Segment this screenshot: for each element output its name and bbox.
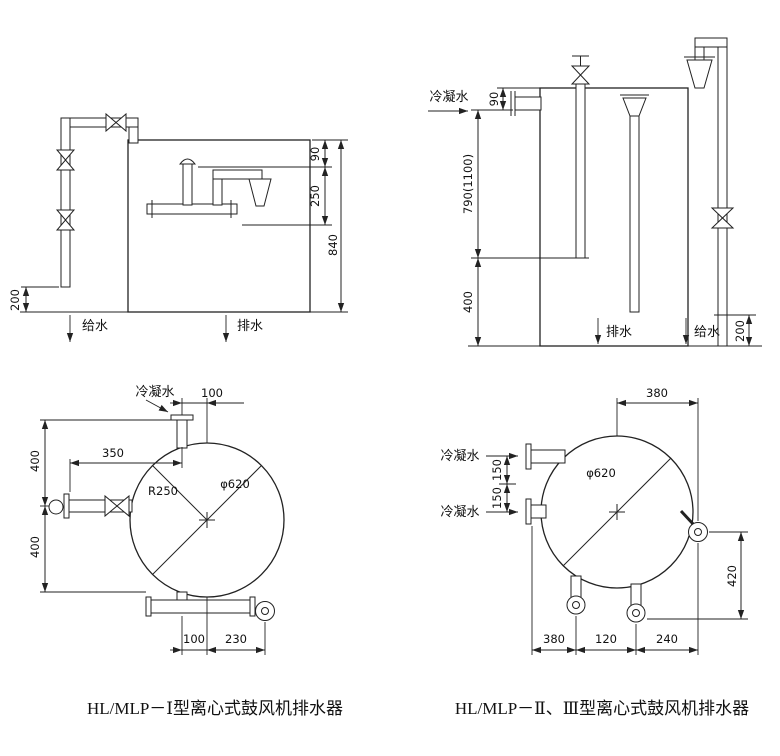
typeII-front-view: 冷凝水 冷凝水 3 <box>440 386 748 655</box>
dim-100-bottom: 100 <box>183 632 205 646</box>
typeI-front-view: 冷凝水 100 350 <box>28 384 285 655</box>
pipe-end <box>48 499 64 515</box>
flange <box>525 443 532 470</box>
valve-icon <box>55 149 76 171</box>
funnel <box>686 59 713 89</box>
label-drain-water: 排水 <box>237 318 263 333</box>
dim-400-lower: 400 <box>28 536 42 558</box>
supply-pipe <box>55 112 139 288</box>
dim-150-lower: 150 <box>490 487 504 509</box>
label-supply-water: 给水 <box>694 324 720 339</box>
drain-funnel <box>248 178 272 207</box>
dim-100-top: 100 <box>201 386 223 400</box>
dim-90: 90 <box>487 92 501 107</box>
internal-drain-pipe <box>620 94 649 313</box>
bottom-piping <box>145 591 275 621</box>
typeI-side-view: 90 250 840 200 给水 排水 <box>8 112 348 342</box>
internal-piping <box>146 158 272 218</box>
caption-typeII-III: HL/MLP－Ⅱ、Ⅲ型离心式鼓风机排水器 <box>455 699 749 718</box>
flange <box>145 596 152 617</box>
dim-840: 840 <box>326 234 340 256</box>
dimension-lines <box>21 139 348 313</box>
caster-bracket <box>679 509 696 527</box>
flange <box>63 493 70 519</box>
condensate-pipe-upper <box>525 443 566 470</box>
flange <box>170 414 194 421</box>
dim-400-upper: 400 <box>28 450 42 472</box>
label-condensate: 冷凝水 <box>135 384 174 399</box>
dimension-lines <box>499 398 748 655</box>
valve-icon <box>55 209 76 231</box>
leg-right <box>626 583 646 623</box>
funnel <box>622 97 647 117</box>
dim-230: 230 <box>225 632 247 646</box>
condensate-inlet-pipe <box>510 91 542 116</box>
valve-icon <box>570 65 591 85</box>
dim-400: 400 <box>461 291 475 313</box>
flow-arrows <box>66 315 230 342</box>
inlet-pipe <box>48 493 133 519</box>
flange <box>525 498 532 525</box>
label-condensate-lower: 冷凝水 <box>440 504 479 519</box>
condensate-pipe-lower <box>525 498 547 525</box>
label-diameter: φ620 <box>220 477 250 491</box>
dim-240: 240 <box>656 632 678 646</box>
label-condensate: 冷凝水 <box>429 89 468 104</box>
valve-icon <box>710 207 735 229</box>
typeII-side-view: 冷凝水 90 790(1100) 400 200 排水 给水 <box>428 37 762 347</box>
tank-body <box>127 139 311 313</box>
dim-200: 200 <box>733 320 747 342</box>
condensate-arrow <box>145 399 169 413</box>
label-drain-water: 排水 <box>606 324 632 339</box>
condensate-pipe <box>170 414 194 449</box>
dim-250: 250 <box>308 185 322 207</box>
flange <box>249 596 256 617</box>
diameter-line <box>562 457 672 567</box>
internal-overflow-pipe <box>570 55 591 259</box>
dim-380-bottom: 380 <box>543 632 565 646</box>
caster <box>679 509 708 542</box>
valve-icon <box>104 494 130 518</box>
dim-790-1100: 790(1100) <box>461 154 475 214</box>
valve-icon <box>105 112 127 133</box>
vent-cap <box>178 158 197 165</box>
external-supply-pipe <box>684 37 735 347</box>
dim-420: 420 <box>725 565 739 587</box>
leg-left <box>566 575 586 615</box>
dim-200: 200 <box>8 289 22 311</box>
dimension-lines <box>40 398 266 655</box>
label-radius: R250 <box>148 484 178 498</box>
radius-line <box>152 465 208 521</box>
label-supply-water: 给水 <box>82 318 108 333</box>
label-diameter: φ620 <box>586 466 616 480</box>
dim-350: 350 <box>102 446 124 460</box>
diameter-line <box>152 465 262 575</box>
dim-380-top: 380 <box>646 386 668 400</box>
caption-typeI: HL/MLP－Ⅰ型离心式鼓风机排水器 <box>87 699 343 718</box>
dimension-lines <box>471 87 756 346</box>
tank-body <box>539 87 689 347</box>
dim-90: 90 <box>308 147 322 162</box>
dim-150-upper: 150 <box>490 459 504 481</box>
label-condensate-upper: 冷凝水 <box>440 448 479 463</box>
dim-120: 120 <box>595 632 617 646</box>
flow-arrows <box>594 318 690 344</box>
